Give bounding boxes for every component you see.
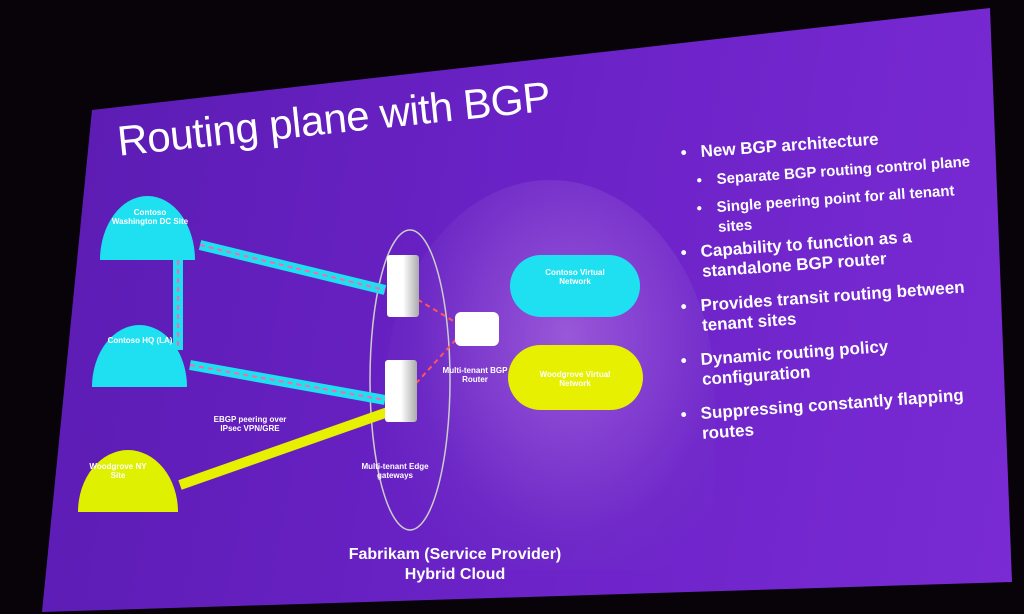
edge-gateway-server-icon xyxy=(385,360,417,422)
footer-line: Hybrid Cloud xyxy=(404,566,506,583)
edge-gateway-server-icon xyxy=(387,255,419,317)
site-label: Woodgrove NY Site xyxy=(89,462,147,480)
cloud-woodgrove-vnet xyxy=(508,345,643,410)
cloud-contoso-vnet xyxy=(510,255,640,317)
arrow-ny-to-gateway xyxy=(178,407,390,490)
edge-gateways-label: Multi-tenant Edge gateways xyxy=(361,462,429,480)
bgp-router-icon xyxy=(455,312,499,346)
gateway-group-outline xyxy=(369,229,451,531)
ebgp-label: EBGP peering over IPsec VPN/GRE xyxy=(213,415,287,433)
cloud-label: Woodgrove Virtual Network xyxy=(539,370,611,388)
site-label: Contoso Washington DC Site xyxy=(111,208,189,226)
site-label: Contoso HQ (LA) xyxy=(107,336,173,345)
footer-caption: Fabrikam (Service Provider) Hybrid Cloud xyxy=(320,545,590,585)
bgp-router-label: Multi-tenant BGP Router xyxy=(442,366,508,384)
cloud-label: Contoso Virtual Network xyxy=(545,268,605,286)
footer-line: Fabrikam (Service Provider) xyxy=(348,546,562,563)
